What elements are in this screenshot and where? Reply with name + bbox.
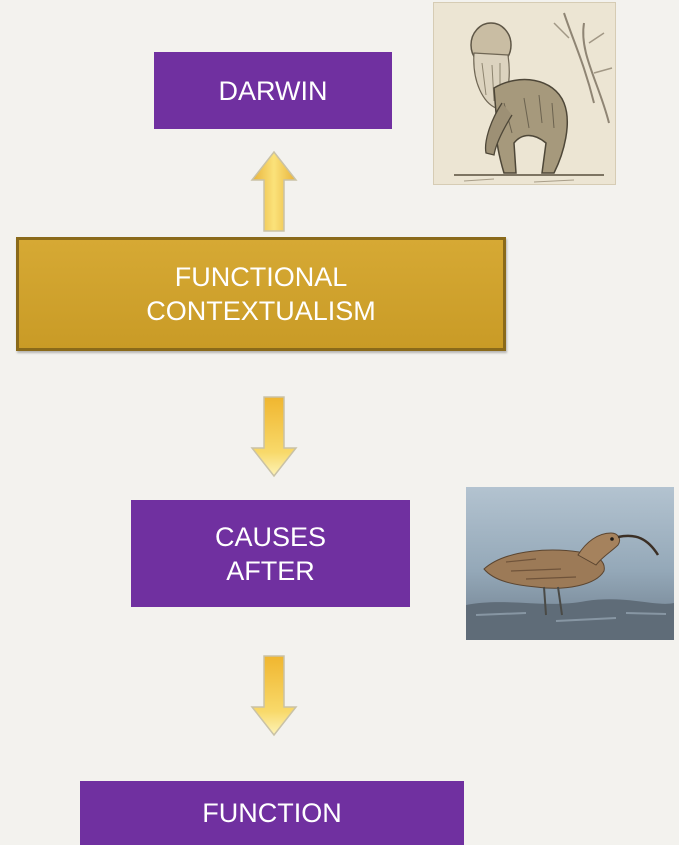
darwin-label: DARWIN xyxy=(218,75,328,106)
darwin-ape-caricature-illustration xyxy=(434,3,615,184)
arrow-down-icon xyxy=(250,655,298,737)
darwin-box: DARWIN xyxy=(154,52,392,129)
causes-label-line1: CAUSES xyxy=(214,521,327,552)
darwin-caricature-image xyxy=(433,2,616,185)
causes-after-box: CAUSES AFTER xyxy=(131,500,410,607)
curlew-bird-image xyxy=(466,487,674,640)
function-box: FUNCTION xyxy=(80,781,464,845)
function-label: FUNCTION xyxy=(202,798,342,828)
long-billed-curlew-bird-photo xyxy=(466,487,674,640)
arrow-up-icon xyxy=(250,150,298,232)
causes-label-line2: AFTER xyxy=(226,555,315,586)
functional-contextualism-label-line2: CONTEXTUALISM xyxy=(146,296,376,326)
functional-contextualism-label-line1: FUNCTIONAL xyxy=(174,262,348,292)
arrow-down-icon xyxy=(250,396,298,478)
functional-contextualism-box: FUNCTIONAL CONTEXTUALISM xyxy=(16,237,506,351)
